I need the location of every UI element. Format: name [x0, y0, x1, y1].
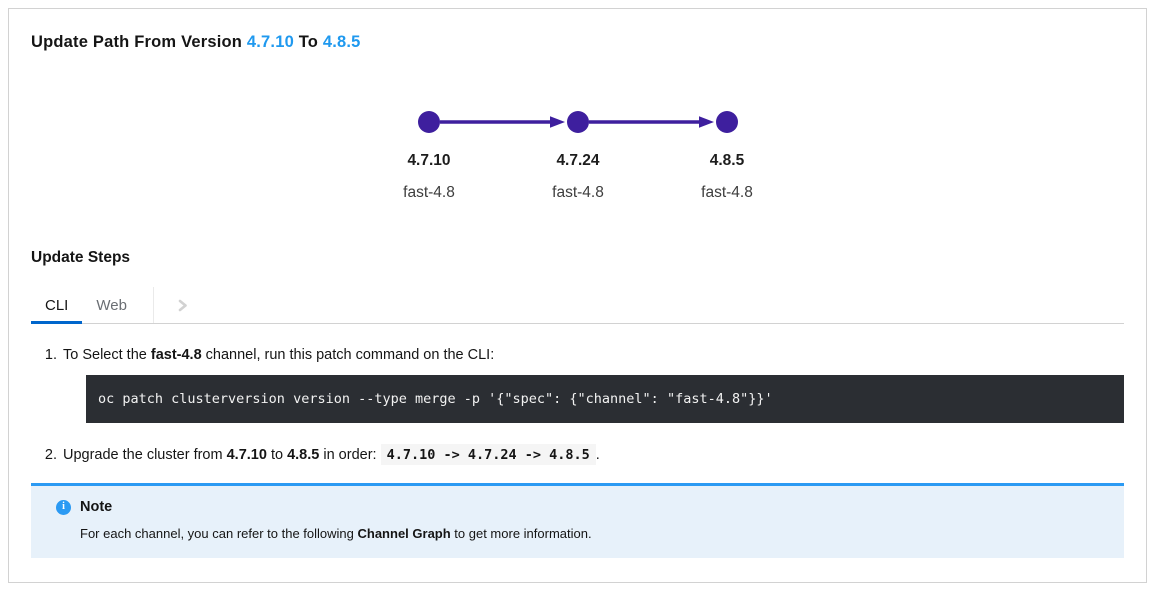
graph-node-channel-label: fast-4.8	[552, 184, 604, 201]
update-path-card: Update Path From Version 4.7.10 To 4.8.5…	[8, 8, 1147, 583]
graph-node[interactable]	[566, 111, 589, 133]
note-description: For each channel, you can refer to the f…	[80, 526, 1108, 541]
cli-patch-command: oc patch clusterversion version --type m…	[98, 390, 773, 407]
graph-edge	[588, 116, 714, 128]
tab-bar: CLI Web	[31, 287, 1124, 324]
tab-cli-label: CLI	[45, 296, 69, 314]
step2-from-version-bold: 4.7.10	[226, 446, 267, 463]
step2-to-version-bold: 4.8.5	[287, 446, 320, 463]
graph-node-version-label: 4.7.24	[556, 152, 599, 169]
note-alert: i Note For each channel, you can refer t…	[31, 483, 1124, 559]
step2-period: .	[595, 446, 600, 463]
update-path-graph: 4.7.10 4.7.24 4.8.5 fast-4.8 fast-4.8 fa…	[31, 102, 1124, 207]
update-path-graph-svg: 4.7.10 4.7.24 4.8.5 fast-4.8 fast-4.8 fa…	[403, 111, 753, 201]
note-title: Note	[80, 499, 113, 516]
graph-node-channel-label: fast-4.8	[403, 184, 455, 201]
upgrade-order-inline-code: 4.7.10 -> 4.7.24 -> 4.8.5	[380, 443, 596, 465]
tab-web[interactable]: Web	[82, 287, 141, 323]
title-prefix: Update Path From Version	[31, 33, 247, 51]
note-text-after: to get more information.	[450, 526, 592, 542]
step-item-upgrade-order: Upgrade the cluster from 4.7.10 to 4.8.5…	[61, 443, 1124, 466]
graph-node-version-label: 4.7.10	[407, 152, 450, 169]
tab-cli[interactable]: CLI	[31, 287, 83, 324]
title-middle: To	[293, 33, 323, 51]
step2-text-2: to	[266, 446, 288, 463]
tab-scroll-right-button[interactable]	[152, 287, 211, 323]
tab-web-label: Web	[96, 296, 127, 314]
graph-node-version-label: 4.8.5	[709, 152, 744, 169]
step1-channel-bold: fast-4.8	[150, 347, 202, 363]
graph-node-channel-label: fast-4.8	[701, 184, 753, 201]
graph-node[interactable]	[417, 111, 440, 133]
step2-text-3: in order:	[319, 446, 381, 463]
page-title: Update Path From Version 4.7.10 To 4.8.5	[31, 33, 1124, 52]
graph-edge	[439, 116, 565, 128]
from-version-link: 4.7.10	[246, 33, 294, 51]
step2-text-1: Upgrade the cluster from	[63, 446, 227, 463]
chevron-right-icon	[178, 299, 187, 311]
step1-text-after: channel, run this patch command on the C…	[201, 347, 495, 363]
to-version-link: 4.8.5	[322, 33, 361, 51]
steps-list: To Select the fast-4.8 channel, run this…	[31, 346, 1124, 465]
info-icon: i	[56, 499, 71, 515]
note-header: i Note	[56, 499, 1108, 515]
note-text: For each channel, you can refer to the f…	[80, 526, 358, 542]
cli-patch-command-codeblock: oc patch clusterversion version --type m…	[86, 374, 1124, 423]
update-steps-heading: Update Steps	[31, 249, 131, 266]
step-item-select-channel: To Select the fast-4.8 channel, run this…	[61, 346, 1124, 423]
step1-text: To Select the	[63, 347, 151, 363]
graph-node[interactable]	[715, 111, 738, 133]
note-channel-graph-bold: Channel Graph	[357, 526, 451, 542]
